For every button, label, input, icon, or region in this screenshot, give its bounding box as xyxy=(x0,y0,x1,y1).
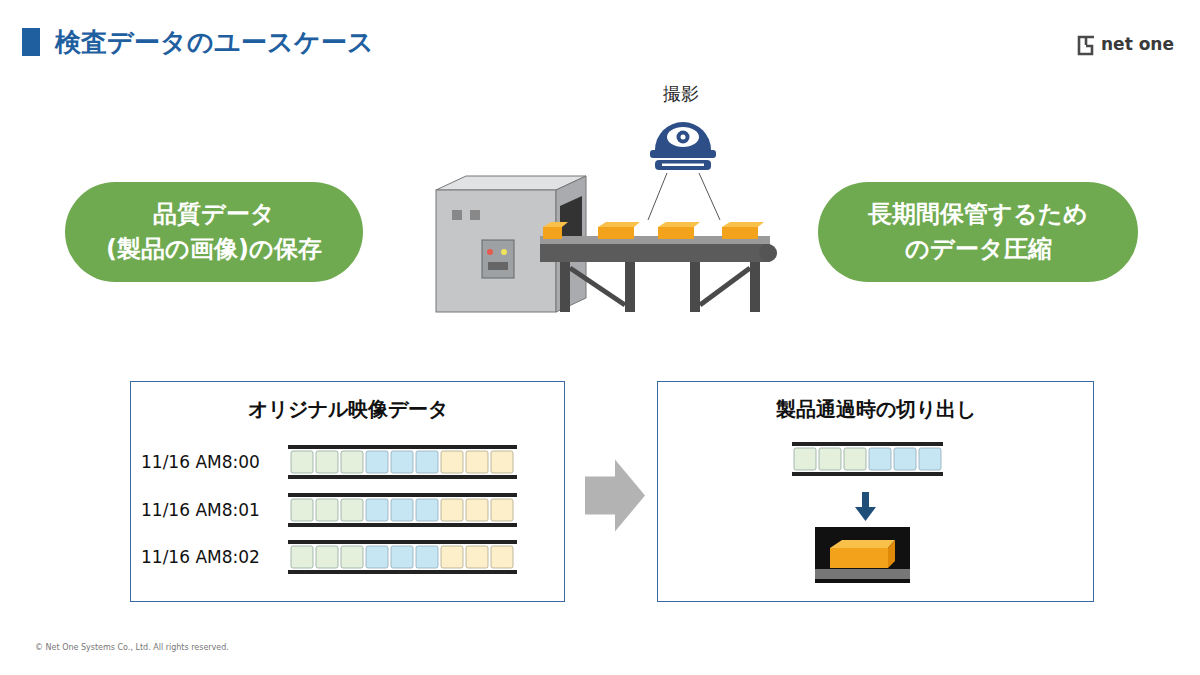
content-box: 製品通過時の切り出し xyxy=(657,381,1094,602)
down-arrow xyxy=(855,492,876,521)
logo-text: net one xyxy=(1101,34,1174,54)
camera-icon xyxy=(648,122,720,220)
machine-illustration xyxy=(436,176,777,312)
rounded-pill: 長期間保管するため のデータ圧縮 xyxy=(818,182,1138,282)
copyright-note: © Net One Systems Co., Ltd. All rights r… xyxy=(35,643,229,652)
logo-icon xyxy=(1079,37,1094,54)
box-heading: オリジナル映像データ xyxy=(131,396,564,423)
rounded-pill: 品質データ (製品の画像)の保存 xyxy=(65,182,363,282)
pill-text: 品質データ (製品の画像)の保存 xyxy=(85,197,343,267)
timestamp: 11/16 AM8:01 xyxy=(141,500,260,520)
block-arrow xyxy=(585,460,645,532)
camera-label: 撮影 xyxy=(663,82,699,106)
film-strip xyxy=(288,442,943,574)
slide-title: 検査データのユースケース xyxy=(55,25,374,60)
product-image xyxy=(815,527,910,583)
pill-text: 長期間保管するため のデータ圧縮 xyxy=(838,197,1118,267)
box-heading: 製品通過時の切り出し xyxy=(658,396,1093,423)
content-box: オリジナル映像データ 11/16 AM8:00 11/16 AM8:01 11/16 … xyxy=(130,381,565,602)
timestamp: 11/16 AM8:02 xyxy=(141,547,260,567)
title-mark xyxy=(22,28,40,56)
timestamp: 11/16 AM8:00 xyxy=(141,452,260,472)
